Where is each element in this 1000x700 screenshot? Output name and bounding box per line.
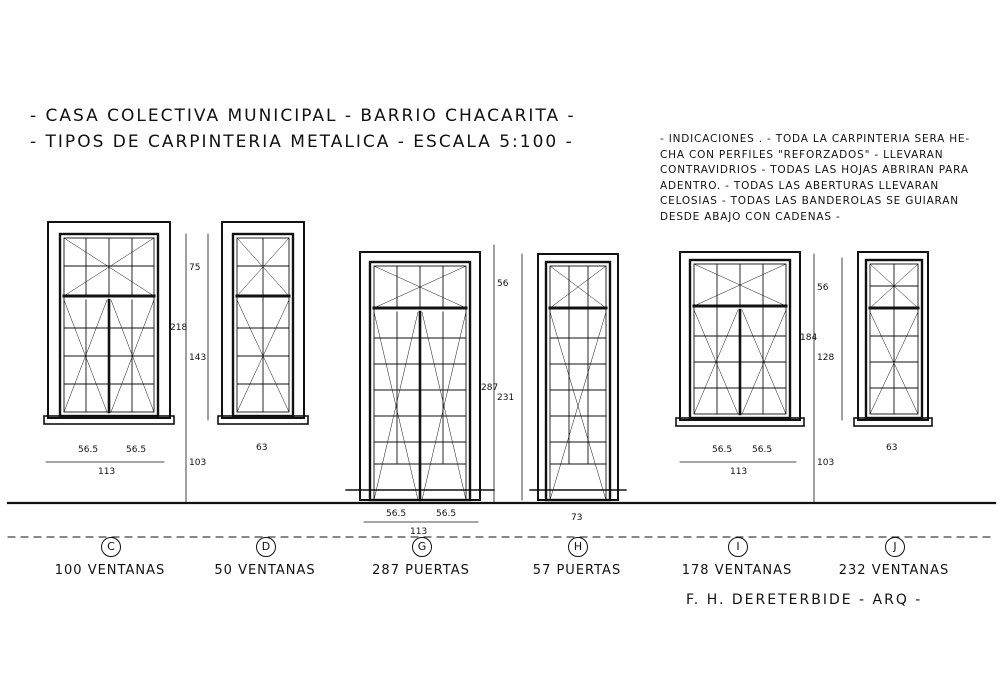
window-type-i [675, 251, 815, 504]
type-label-d: 50 VENTANAS [214, 563, 316, 578]
drawing-subtitle: - TIPOS DE CARPINTERIA METALICA - ESCALA… [30, 132, 574, 152]
dim-i-total-height: 184 [800, 333, 817, 343]
type-marker-i: I [728, 537, 748, 557]
type-marker-h: H [568, 537, 588, 557]
type-label-g: 287 PUERTAS [372, 563, 470, 578]
window-type-j [841, 251, 933, 427]
dim-g-total-height: 287 [481, 383, 498, 393]
notes-line: DESDE ABAJO CON CADENAS - [660, 210, 841, 223]
notes-line: CONTRAVIDRIOS - TODAS LAS HOJAS ABRIRAN … [660, 164, 969, 176]
dim-i-sill: 103 [817, 458, 834, 468]
dim-i-height-bottom: 128 [817, 353, 834, 363]
notes-line: CELOSIAS - TODAS LAS BANDEROLAS SE GUIAR… [660, 195, 959, 207]
dim-h-width: 73 [571, 513, 582, 523]
dim-j-width: 63 [886, 443, 897, 453]
notes-block: - INDICACIONES . - TODA LA CARPINTERIA S… [660, 132, 995, 225]
dim-g-width-right: 56.5 [436, 509, 456, 519]
dim-i-height-top: 56 [817, 283, 829, 293]
drawing-title: - CASA COLECTIVA MUNICIPAL - BARRIO CHAC… [30, 106, 576, 126]
type-marker-j: J [885, 537, 905, 557]
dim-g-total-width: 113 [410, 527, 427, 537]
notes-line: CHA CON PERFILES "REFORZADOS" - LLEVARAN [660, 148, 944, 161]
dim-c-height-top: 75 [189, 263, 200, 273]
dim-g-width-left: 56.5 [386, 509, 406, 519]
type-label-j: 232 VENTANAS [838, 563, 950, 578]
dim-c-height-bottom: 143 [189, 353, 206, 363]
dim-c-total-height: 218 [170, 323, 187, 333]
type-label-h: 57 PUERTAS [532, 563, 622, 578]
window-type-c [43, 221, 187, 504]
dim-c-width-left: 56.5 [78, 445, 98, 455]
type-label-c: 100 VENTANAS [54, 563, 166, 578]
door-type-h [521, 253, 627, 502]
dim-g-height-top: 56 [497, 279, 509, 289]
notes-line: ADENTRO. - TODAS LAS ABERTURAS LLEVARAN [660, 179, 939, 192]
dim-i-total-width: 113 [730, 467, 747, 477]
type-marker-g: G [412, 537, 432, 557]
dim-c-sill: 103 [189, 458, 206, 468]
notes-line: - INDICACIONES . - TODA LA CARPINTERIA S… [660, 133, 970, 145]
dim-i-width-right: 56.5 [752, 445, 772, 455]
type-marker-c: C [101, 537, 121, 557]
door-type-g [345, 244, 495, 523]
dim-i-width-left: 56.5 [712, 445, 732, 455]
architect-signature: F. H. DERETERBIDE - ARQ - [686, 592, 923, 608]
type-marker-d: D [256, 537, 276, 557]
window-type-d [207, 221, 309, 425]
dim-c-width-right: 56.5 [126, 445, 146, 455]
dim-c-total-width: 113 [98, 467, 115, 477]
dim-d-width: 63 [256, 443, 267, 453]
type-label-i: 178 VENTANAS [681, 563, 793, 578]
dim-g-height-bottom: 231 [497, 393, 514, 403]
